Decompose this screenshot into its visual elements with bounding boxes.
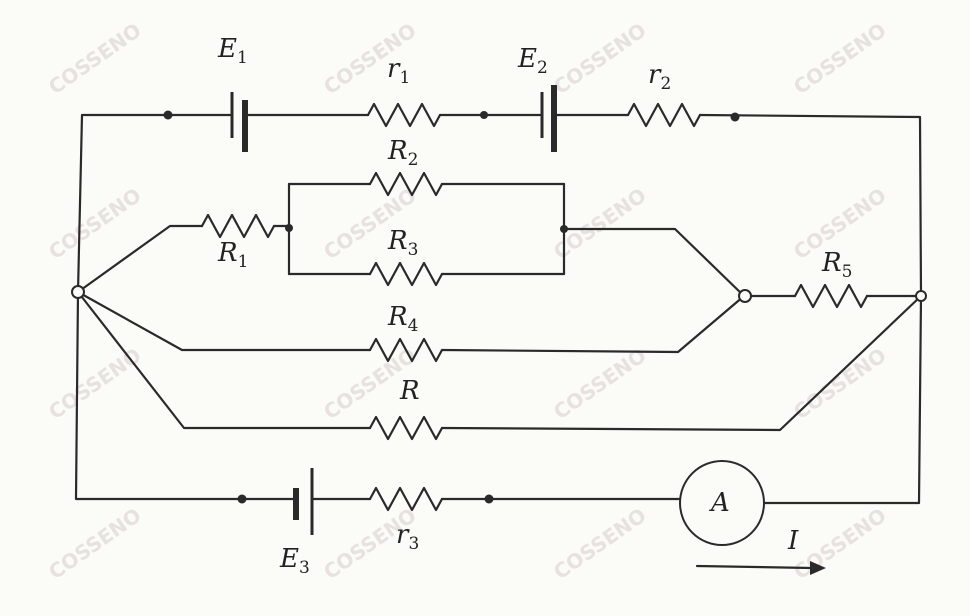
node-right bbox=[915, 290, 927, 302]
wire-to-right-node bbox=[562, 227, 746, 298]
svg-text:COSSENO: COSSENO bbox=[789, 503, 890, 584]
wire-r-right bbox=[440, 294, 923, 432]
label-e3: E3 bbox=[280, 544, 310, 578]
r5-branch bbox=[748, 283, 923, 309]
wire-bottom-left bbox=[74, 290, 295, 501]
resistor-r4 bbox=[368, 337, 444, 363]
svg-text:COSSENO: COSSENO bbox=[44, 18, 145, 99]
wire-r4-right bbox=[440, 294, 746, 354]
node-left bbox=[71, 285, 85, 299]
svg-text:COSSENO: COSSENO bbox=[549, 503, 650, 584]
resistor-r bbox=[368, 415, 444, 441]
svg-text:COSSENO: COSSENO bbox=[789, 343, 890, 424]
resistor-r3-small bbox=[368, 486, 444, 512]
resistor-r1 bbox=[366, 102, 442, 128]
wire-top-right bbox=[698, 113, 923, 298]
label-e1: E1 bbox=[218, 34, 248, 68]
resistor-r2-big bbox=[368, 171, 444, 197]
label-e2: E2 bbox=[518, 44, 548, 78]
svg-text:COSSENO: COSSENO bbox=[44, 343, 145, 424]
wire-r4-left bbox=[76, 290, 372, 352]
bottom-branch bbox=[74, 290, 923, 546]
node-middle-right bbox=[738, 289, 752, 303]
current-arrow bbox=[695, 561, 826, 575]
junction-dot bbox=[163, 110, 173, 120]
resistor-r3 bbox=[368, 261, 444, 287]
wire-r-left bbox=[76, 290, 372, 430]
label-R2: R2 bbox=[388, 136, 419, 170]
wire-top-left bbox=[76, 113, 232, 294]
label-R5: R5 bbox=[822, 248, 853, 282]
resistor-r5 bbox=[793, 283, 869, 309]
resistor-r1-big bbox=[200, 213, 276, 239]
label-R3: R3 bbox=[388, 226, 419, 260]
label-R1: R1 bbox=[218, 238, 249, 272]
label-r3: r3 bbox=[396, 520, 420, 554]
top-branch bbox=[76, 85, 923, 298]
junction-dot bbox=[237, 494, 247, 504]
label-current: I bbox=[788, 526, 799, 556]
label-r2: r2 bbox=[648, 60, 672, 94]
svg-text:COSSENO: COSSENO bbox=[44, 503, 145, 584]
junction-dot bbox=[285, 224, 293, 232]
svg-text:COSSENO: COSSENO bbox=[549, 343, 650, 424]
wire-left-r1 bbox=[76, 224, 204, 294]
junction-dot bbox=[484, 494, 494, 504]
svg-text:COSSENO: COSSENO bbox=[549, 18, 650, 99]
label-R4: R4 bbox=[388, 302, 419, 336]
junction-dot bbox=[480, 111, 488, 119]
svg-text:COSSENO: COSSENO bbox=[44, 183, 145, 264]
wire-bottom-right bbox=[762, 294, 923, 505]
junction-dot bbox=[560, 225, 568, 233]
upper-network bbox=[76, 171, 746, 298]
svg-text:COSSENO: COSSENO bbox=[789, 18, 890, 99]
label-r1: r1 bbox=[387, 54, 411, 88]
label-R: R bbox=[400, 376, 420, 406]
junction-dot bbox=[730, 112, 740, 122]
r4-branch bbox=[76, 290, 746, 363]
r-branch bbox=[76, 290, 923, 441]
label-ammeter: A bbox=[711, 488, 730, 518]
resistor-r2 bbox=[626, 102, 702, 128]
